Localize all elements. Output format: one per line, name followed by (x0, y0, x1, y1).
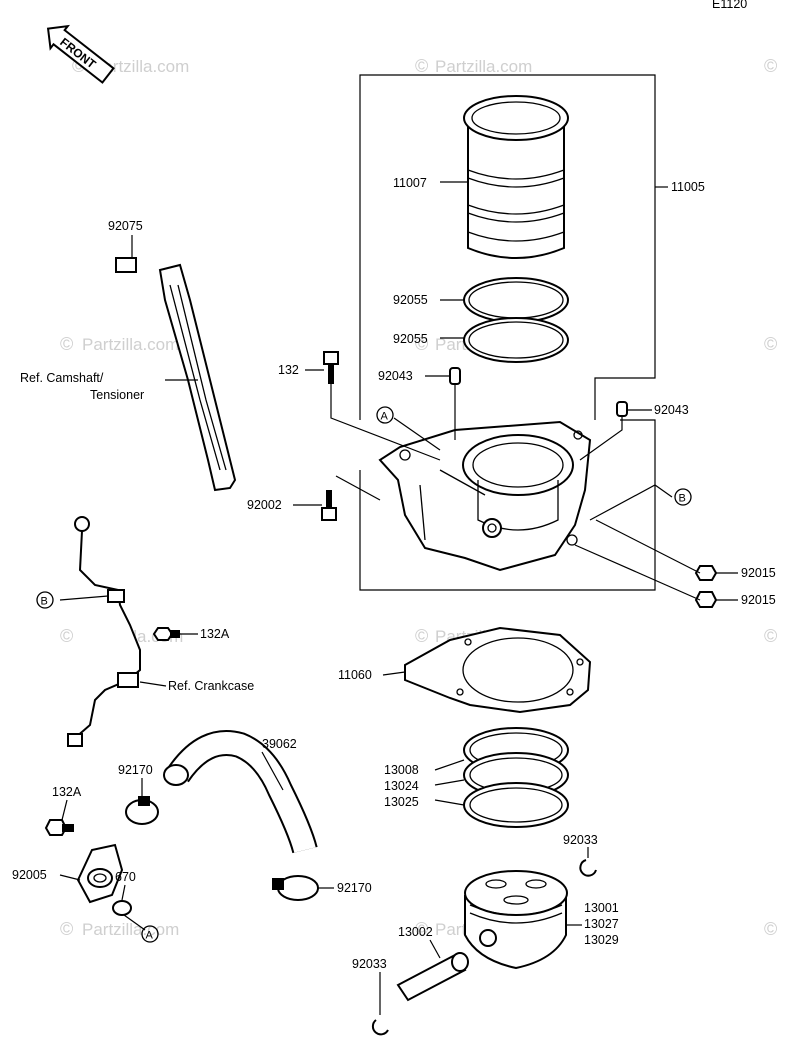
svg-text:Partzilla.com: Partzilla.com (435, 57, 532, 76)
callout-b-pipe: B (36, 591, 54, 609)
piston-rings (434, 727, 569, 828)
label-tensioner: Tensioner (90, 388, 144, 402)
label-11060: 11060 (338, 668, 372, 682)
watermark: © (764, 626, 777, 646)
o-ring-670 (112, 884, 146, 931)
oil-pipe (67, 516, 141, 747)
front-arrow-icon: FRONT (46, 24, 115, 84)
label-39062: 39062 (262, 737, 297, 751)
svg-text:©: © (764, 334, 777, 354)
label-ref-crankcase: Ref. Crankcase (168, 679, 254, 693)
piston-pin-13002 (396, 939, 469, 1002)
cylinder-liner-11007 (463, 95, 569, 259)
label-132: 132 (278, 363, 299, 377)
svg-text:A: A (381, 411, 389, 423)
label-92075: 92075 (108, 219, 143, 233)
o-ring-92055-upper (463, 277, 569, 323)
label-132A-upper: 132A (200, 627, 230, 641)
callout-a-fitting: A (141, 925, 159, 943)
watermark: © Partzilla.com (415, 56, 532, 76)
coolant-hose-39062 (163, 730, 318, 854)
label-92043-left: 92043 (378, 369, 413, 383)
label-13008: 13008 (384, 763, 419, 777)
svg-text:©: © (60, 334, 73, 354)
leader-line (139, 681, 167, 687)
label-92015-upper: 92015 (741, 566, 776, 580)
callout-b-cylinder: B (674, 488, 692, 506)
watermark: © (764, 334, 777, 354)
circlip-92033-lower (371, 972, 389, 1036)
dowel-pin-92043-right (616, 401, 628, 417)
svg-text:©: © (415, 626, 428, 646)
water-fitting-92005 (59, 843, 124, 904)
dowel-pin-92043-left (449, 367, 461, 385)
label-13029: 13029 (584, 933, 619, 947)
label-92055-lower: 92055 (393, 332, 428, 346)
nut-92015-lower (694, 591, 718, 608)
svg-text:©: © (415, 334, 428, 354)
head-gasket-11060 (382, 626, 592, 714)
svg-text:©: © (415, 56, 428, 76)
label-92015-lower: 92015 (741, 593, 776, 607)
svg-text:A: A (146, 930, 154, 942)
label-13024: 13024 (384, 779, 419, 793)
cylinder-block (378, 420, 592, 572)
svg-text:Partzilla.com: Partzilla.com (82, 335, 179, 354)
label-92055-upper: 92055 (393, 293, 428, 307)
label-92002: 92002 (247, 498, 282, 512)
watermark: © (764, 919, 777, 939)
label-11005: 11005 (671, 180, 705, 194)
svg-text:©: © (415, 919, 428, 939)
svg-text:B: B (41, 596, 48, 608)
leader-line (59, 595, 109, 601)
label-670: 670 (115, 870, 136, 884)
bolt-132 (323, 351, 339, 384)
bolt-92002 (321, 490, 337, 521)
callout-a-cylinder: A (376, 406, 394, 424)
watermark: © (764, 56, 777, 76)
label-92005: 92005 (12, 868, 47, 882)
part-labels: 92075 Ref. Camshaft/ Tensioner 11007 110… (12, 176, 776, 971)
label-92033-upper: 92033 (563, 833, 598, 847)
label-132A-lower: 132A (52, 785, 82, 799)
label-92043-right: 92043 (654, 403, 689, 417)
assembly-bracket (359, 74, 656, 591)
svg-text:©: © (60, 919, 73, 939)
label-13002: 13002 (398, 925, 433, 939)
watermark: © Partzilla.com (60, 334, 179, 354)
label-ref-camshaft: Ref. Camshaft/ (20, 371, 104, 385)
bolt-132A-lower (44, 799, 74, 836)
label-92033-lower: 92033 (352, 957, 387, 971)
svg-text:©: © (764, 626, 777, 646)
o-ring-92055-lower (463, 317, 569, 363)
label-92170-lower: 92170 (337, 881, 372, 895)
nut-92015-upper (694, 565, 718, 581)
svg-text:B: B (679, 493, 686, 505)
bolt-132A-upper (152, 627, 180, 641)
chain-guide-92075 (115, 235, 237, 492)
hose-clamp-92170-upper (125, 778, 159, 825)
label-92170-upper: 92170 (118, 763, 153, 777)
watermark: © Partzilla.com (60, 919, 179, 939)
svg-text:©: © (60, 626, 73, 646)
label-11007: 11007 (393, 176, 427, 190)
svg-text:©: © (764, 56, 777, 76)
leader-lines (293, 181, 738, 601)
hose-clamp-92170-lower (272, 875, 334, 901)
svg-text:©: © (764, 919, 777, 939)
svg-text:Partzilla.com: Partzilla.com (82, 920, 179, 939)
svg-text:Partzilla.com: Partzilla.com (92, 57, 189, 76)
circlip-92033-upper (579, 847, 597, 877)
label-13001: 13001 (584, 901, 619, 915)
diagram-code: E1120 (712, 0, 747, 11)
label-13025: 13025 (384, 795, 419, 809)
label-13027: 13027 (584, 917, 619, 931)
piston-13001 (464, 870, 582, 970)
